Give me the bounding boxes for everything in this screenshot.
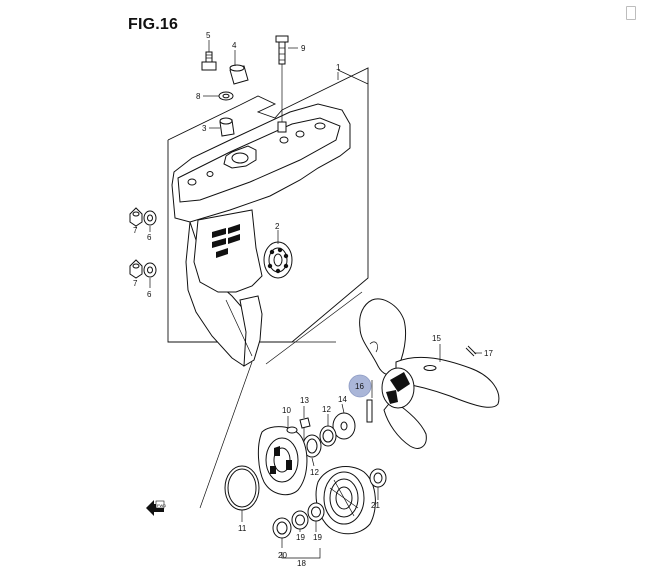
front-marker-label: FWD <box>157 503 166 508</box>
callout-label: 6 <box>147 290 152 299</box>
callout-label: 7 <box>133 279 138 288</box>
seal-part-12-lower <box>302 434 322 458</box>
bushing-part-19a <box>291 510 309 530</box>
lower-frame-lines <box>199 291 363 509</box>
callout-label: 12 <box>322 405 331 414</box>
seal-part-20 <box>272 517 292 539</box>
o-ring-part-11 <box>224 465 260 511</box>
figure-title: FIG.16 <box>128 16 179 33</box>
seal-part-12-upper <box>319 425 337 447</box>
callout-label: 11 <box>238 524 247 533</box>
callout-label: 12 <box>310 468 319 477</box>
cotter-pin-part-17 <box>465 345 482 357</box>
gearcase-body <box>171 103 351 367</box>
washer-part-21 <box>369 468 387 488</box>
callout-label: 1 <box>336 63 341 72</box>
washer-part-14 <box>332 412 356 440</box>
bearing-part-2 <box>263 241 293 279</box>
callout-label: 19 <box>313 533 322 542</box>
small-parts-top <box>201 35 289 137</box>
callout-label: 21 <box>371 501 380 510</box>
callout-label: 13 <box>300 396 309 405</box>
bushing-part-19b <box>307 502 325 522</box>
callout-label: 20 <box>278 551 287 560</box>
page-corner-icon <box>626 6 636 20</box>
callout-label-highlighted: 16 <box>355 382 364 391</box>
shear-pin-part-16 <box>366 399 373 423</box>
callout-label: 18 <box>297 559 306 568</box>
propeller-part-15 <box>359 298 500 449</box>
highlight-marker <box>348 374 372 398</box>
bolt-part-13 <box>299 417 311 440</box>
callout-label: 8 <box>196 92 201 101</box>
front-direction-arrow-icon: FWD <box>146 500 166 516</box>
callout-label: 10 <box>282 406 291 415</box>
callout-label: 15 <box>432 334 441 343</box>
callout-label: 3 <box>202 124 207 133</box>
callout-label: 4 <box>232 41 237 50</box>
leader-lines <box>135 40 441 559</box>
housing-part-10 <box>257 426 308 496</box>
callout-label: 19 <box>296 533 305 542</box>
callout-label: 5 <box>206 31 211 40</box>
callout-label: 9 <box>301 44 306 53</box>
callout-labels: 1 2 3 4 5 6 6 7 7 8 9 10 11 12 12 13 14 … <box>133 31 493 568</box>
callout-label: 14 <box>338 395 347 404</box>
housing-part-18 <box>315 466 376 535</box>
callout-label: 17 <box>484 349 493 358</box>
callout-label: 7 <box>133 226 138 235</box>
callout-label: 2 <box>275 222 280 231</box>
nut-washer-pairs <box>129 207 157 279</box>
callout-label: 6 <box>147 233 152 242</box>
